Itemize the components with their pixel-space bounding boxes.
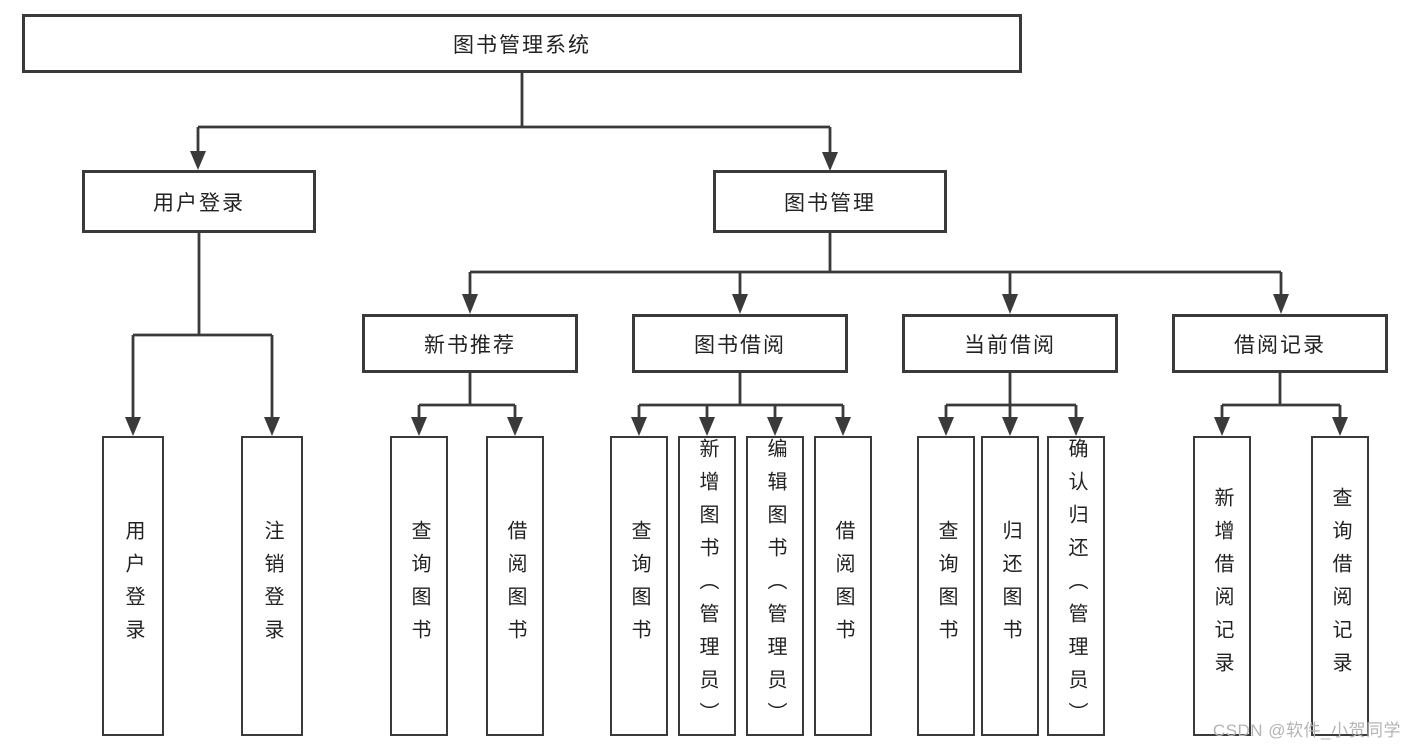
leaf-return-books-label: 归还图书 bbox=[999, 520, 1021, 652]
leaf-logout: 注销登录 bbox=[241, 436, 303, 736]
leaf-add-borrow-record-label: 新增借阅记录 bbox=[1211, 487, 1233, 685]
csdn-watermark: CSDN @软件_小贺同学 bbox=[1212, 721, 1401, 740]
node-borrow-records-label: 借阅记录 bbox=[1234, 333, 1326, 357]
connector-new-book-recommend bbox=[417, 373, 517, 419]
leaf-borrow-query-books: 查询图书 bbox=[610, 436, 668, 736]
leaf-add-book-admin: 新增图书（管理员） bbox=[678, 436, 736, 736]
connector-book-management bbox=[468, 233, 1283, 296]
node-borrow-records: 借阅记录 bbox=[1172, 314, 1388, 373]
leaf-confirm-return-admin: 确认归还（管理员） bbox=[1047, 436, 1105, 736]
node-book-management: 图书管理 bbox=[713, 170, 947, 233]
node-user-login: 用户登录 bbox=[82, 170, 316, 233]
leaf-recommend-query-books-label: 查询图书 bbox=[408, 520, 430, 652]
node-new-book-recommend-label: 新书推荐 bbox=[424, 333, 516, 357]
leaf-edit-book-admin-label: 编辑图书（管理员） bbox=[764, 437, 786, 735]
leaf-add-book-admin-label: 新增图书（管理员） bbox=[696, 437, 718, 735]
connector-book-borrow bbox=[637, 373, 845, 419]
node-root: 图书管理系统 bbox=[22, 14, 1022, 73]
leaf-edit-book-admin: 编辑图书（管理员） bbox=[746, 436, 804, 736]
node-current-borrow: 当前借阅 bbox=[902, 314, 1118, 373]
arrowheads bbox=[125, 151, 1348, 436]
connector-current-borrow bbox=[944, 373, 1078, 419]
leaf-borrow-query-books-label: 查询图书 bbox=[628, 520, 650, 652]
node-new-book-recommend: 新书推荐 bbox=[362, 314, 578, 373]
leaf-recommend-query-books: 查询图书 bbox=[390, 436, 448, 736]
leaf-recommend-borrow-books-label: 借阅图书 bbox=[504, 520, 526, 652]
node-book-management-label: 图书管理 bbox=[784, 191, 876, 215]
leaf-current-query-books-label: 查询图书 bbox=[935, 520, 957, 652]
leaf-query-borrow-record: 查询借阅记录 bbox=[1311, 436, 1369, 736]
leaf-user-login-label: 用户登录 bbox=[122, 520, 144, 652]
leaf-confirm-return-admin-label: 确认归还（管理员） bbox=[1065, 437, 1087, 735]
node-current-borrow-label: 当前借阅 bbox=[964, 333, 1056, 357]
leaf-add-borrow-record: 新增借阅记录 bbox=[1193, 436, 1251, 736]
leaf-return-books: 归还图书 bbox=[981, 436, 1039, 736]
leaf-recommend-borrow-books: 借阅图书 bbox=[486, 436, 544, 736]
node-book-borrow: 图书借阅 bbox=[632, 314, 848, 373]
connector-borrow-records bbox=[1220, 373, 1342, 419]
leaf-current-query-books: 查询图书 bbox=[917, 436, 975, 736]
connector-user-login bbox=[131, 233, 274, 418]
leaf-borrow-books-label: 借阅图书 bbox=[832, 520, 854, 652]
node-root-label: 图书管理系统 bbox=[453, 33, 591, 57]
node-book-borrow-label: 图书借阅 bbox=[694, 333, 786, 357]
leaf-borrow-books: 借阅图书 bbox=[814, 436, 872, 736]
leaf-logout-label: 注销登录 bbox=[261, 520, 283, 652]
leaf-query-borrow-record-label: 查询借阅记录 bbox=[1329, 487, 1351, 685]
connector-root bbox=[196, 73, 832, 153]
leaf-user-login: 用户登录 bbox=[102, 436, 164, 736]
node-user-login-label: 用户登录 bbox=[153, 191, 245, 215]
